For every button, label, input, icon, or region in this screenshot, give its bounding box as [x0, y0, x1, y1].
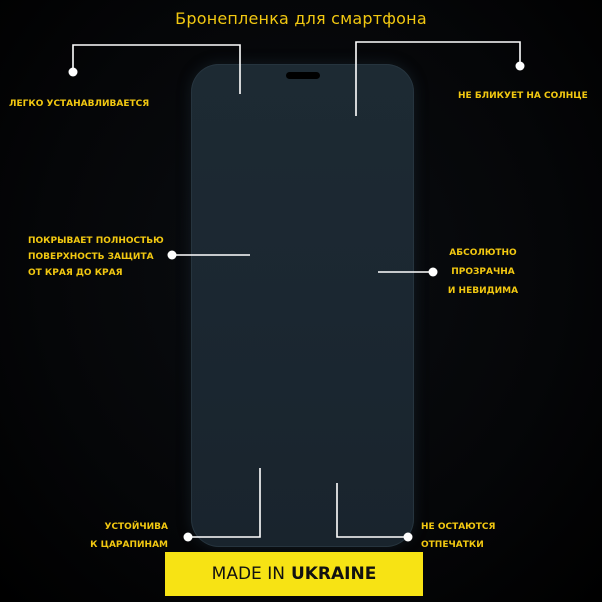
speaker-slot	[286, 72, 320, 79]
callout-dot-transparent	[428, 267, 438, 277]
feature-no-glare: НЕ БЛИКУЕТ НА СОЛНЦЕ	[458, 88, 588, 104]
feature-full-cover-line-3: ОТ КРАЯ ДО КРАЯ	[28, 268, 123, 278]
feature-full-cover: ПОКРЫВАЕТ ПОЛНОСТЬЮ ПОВЕРХНОСТЬ ЗАЩИТА О…	[28, 233, 164, 281]
feature-transparent-line-1: АБСОЛЮТНО	[449, 248, 517, 258]
callout-dot-scratch	[183, 532, 193, 542]
callout-dot-full-cover	[167, 250, 177, 260]
callout-dot-no-glare	[515, 61, 525, 71]
feature-transparent: АБСОЛЮТНО ПРОЗРАЧНА И НЕВИДИМА	[446, 244, 520, 301]
feature-no-prints-line-2: ОТПЕЧАТКИ	[421, 540, 484, 550]
page-title: Бронепленка для смартфона	[175, 9, 427, 28]
feature-transparent-line-2: ПРОЗРАЧНА	[451, 267, 515, 277]
banner-country: UKRAINE	[290, 564, 377, 584]
feature-no-glare-line-1: НЕ БЛИКУЕТ НА СОЛНЦЕ	[458, 91, 588, 101]
callout-line-prints	[336, 483, 408, 538]
feature-no-prints: НЕ ОСТАЮТСЯ ОТПЕЧАТКИ	[421, 518, 495, 554]
feature-scratch-resistant-line-2: К ЦАРАПИНАМ	[90, 540, 168, 550]
feature-full-cover-line-1: ПОКРЫВАЕТ ПОЛНОСТЬЮ	[28, 236, 164, 246]
feature-full-cover-line-2: ПОВЕРХНОСТЬ ЗАЩИТА	[28, 252, 154, 262]
feature-no-prints-line-1: НЕ ОСТАЮТСЯ	[421, 522, 496, 532]
callout-line-easy-install	[72, 44, 241, 94]
banner-prefix: MADE IN	[211, 564, 285, 584]
callout-dot-easy-install	[68, 67, 78, 77]
callout-dot-prints	[403, 532, 413, 542]
phone-illustration	[191, 64, 414, 547]
feature-transparent-line-3: И НЕВИДИМА	[447, 286, 519, 296]
feature-scratch-resistant-line-1: УСТОЙЧИВА	[104, 522, 169, 532]
callout-line-no-glare	[355, 41, 521, 116]
feature-easy-install: ЛЕГКО УСТАНАВЛИВАЕТСЯ	[9, 96, 149, 112]
callout-line-scratch	[188, 468, 261, 538]
feature-scratch-resistant: УСТОЙЧИВА К ЦАРАПИНАМ	[82, 518, 168, 554]
feature-easy-install-line-1: ЛЕГКО УСТАНАВЛИВАЕТСЯ	[9, 99, 150, 109]
made-in-ukraine-banner: MADE IN UKRAINE	[165, 552, 423, 596]
